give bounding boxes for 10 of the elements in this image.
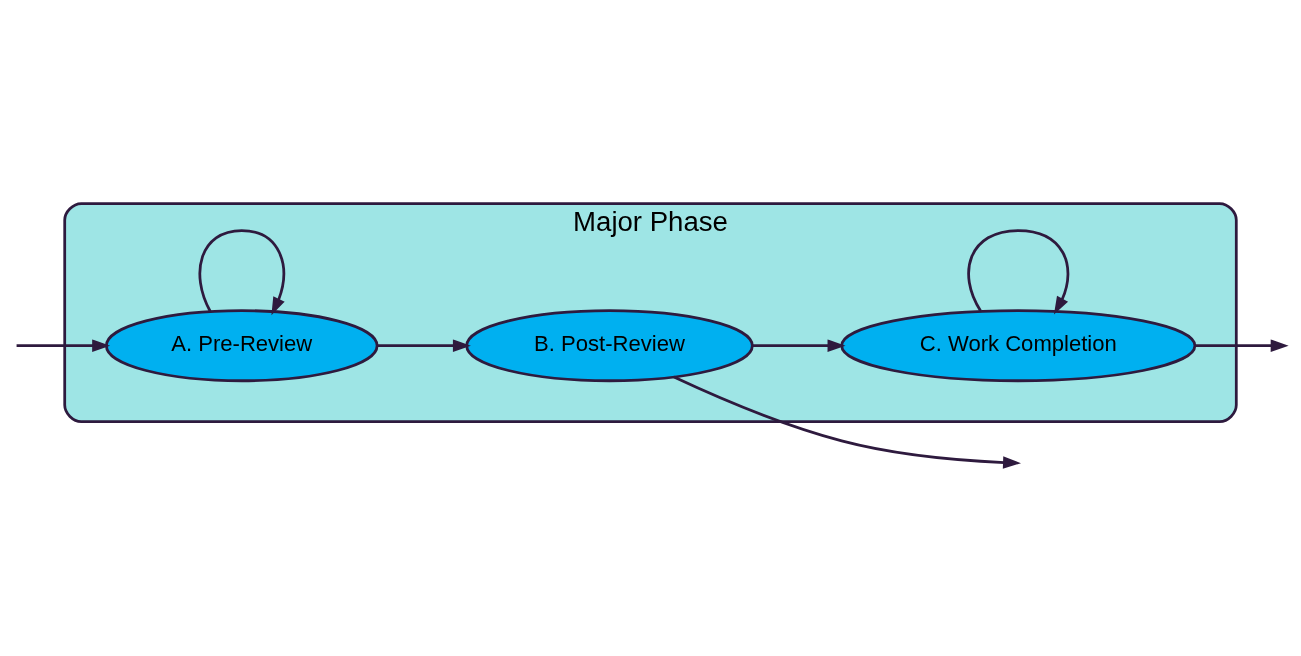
arrow bbox=[673, 375, 1021, 469]
arrow bbox=[752, 339, 846, 352]
arrow bbox=[1194, 339, 1289, 352]
arrow bbox=[377, 339, 471, 352]
node-ellipse: A. Pre-Review bbox=[105, 309, 379, 383]
node-ellipse: B. Post-Review bbox=[465, 309, 754, 383]
node-ellipse: C. Work Completion bbox=[840, 309, 1197, 383]
arrow bbox=[16, 339, 111, 352]
arrow bbox=[967, 229, 1070, 315]
arrow bbox=[198, 229, 285, 316]
